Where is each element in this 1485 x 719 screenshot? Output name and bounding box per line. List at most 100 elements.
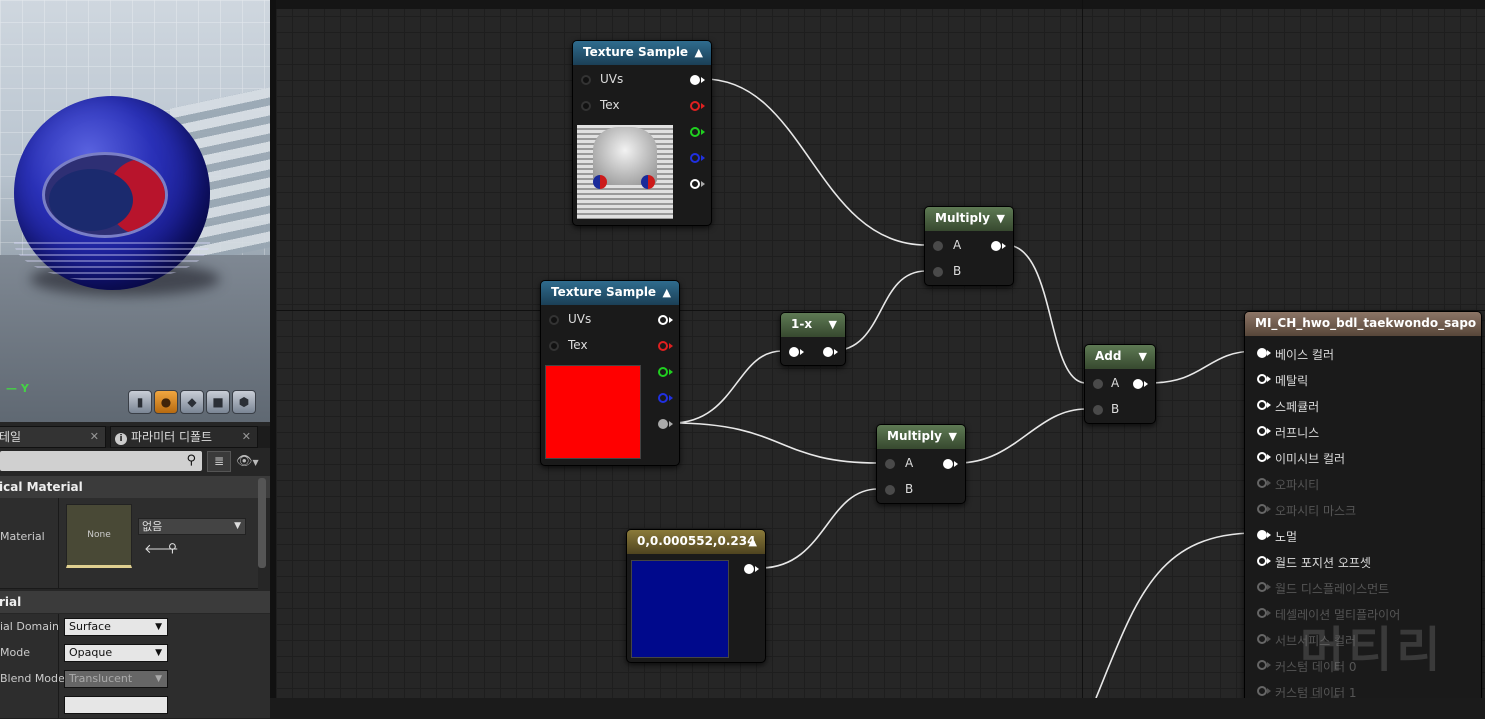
section-header-material[interactable]: rial [0, 591, 270, 613]
a-input-pin[interactable] [885, 459, 895, 469]
plane-icon[interactable]: ◆ [180, 390, 204, 414]
node-header[interactable]: Multiply▼ [925, 207, 1013, 231]
close-icon[interactable]: ✕ [89, 430, 99, 443]
node-header[interactable]: Multiply▼ [877, 425, 965, 449]
collapse-triangle-icon[interactable]: ▼ [948, 430, 957, 443]
property-label: Mode [0, 646, 30, 659]
input-pin[interactable] [1257, 660, 1267, 670]
r-output-pin[interactable] [690, 101, 700, 111]
custom-mesh-icon[interactable]: ⬢ [232, 390, 256, 414]
b-input-pin[interactable] [1093, 405, 1103, 415]
a-output-pin[interactable] [658, 419, 668, 429]
node-header[interactable]: Add▼ [1085, 345, 1155, 369]
wire-tex2-to-oneminus [671, 350, 783, 424]
g-output-pin[interactable] [658, 367, 668, 377]
material-preview-viewport[interactable]: — Y ▮ ● ◆ ■ ⬢ [0, 0, 270, 422]
output-pin[interactable] [823, 347, 833, 357]
multiply-node-2[interactable]: Multiply▼ A B [876, 424, 966, 504]
property-row-next [0, 692, 270, 719]
constant-vector-node[interactable]: 0,0.000552,0.234▲ [626, 529, 766, 663]
b-input-pin[interactable] [933, 267, 943, 277]
input-pin[interactable] [1257, 374, 1267, 384]
next-dropdown[interactable] [64, 696, 168, 714]
pin-label: UVs [600, 72, 624, 86]
input-pin[interactable] [789, 347, 799, 357]
list-icon: ≣ [213, 454, 225, 468]
browse-search-icon[interactable]: ⚲ [168, 541, 177, 555]
input-pin[interactable] [1257, 556, 1267, 566]
rgb-output-pin[interactable] [658, 315, 668, 325]
tab-details[interactable]: 테일 ✕ [0, 426, 106, 448]
visibility-button[interactable]: 👁▼ [236, 451, 268, 472]
input-pin[interactable] [1257, 504, 1267, 514]
material-domain-dropdown[interactable]: Surface▼ [64, 618, 168, 636]
pin-label: UVs [568, 312, 592, 326]
input-pin[interactable] [1257, 348, 1267, 358]
texture-sample-node-2[interactable]: Texture Sample▲ UVs Tex [540, 280, 680, 466]
use-selected-arrow-icon[interactable]: 🡐 [144, 542, 179, 557]
material-graph-canvas[interactable]: Texture Sample▲ UVs Tex Texture Sample▲ … [276, 0, 1485, 698]
one-minus-node[interactable]: 1-x▼ [780, 312, 846, 366]
collapse-triangle-icon[interactable]: ▼ [1138, 350, 1147, 363]
r-output-pin[interactable] [658, 341, 668, 351]
texture-preview-thumbnail [545, 365, 641, 459]
collapse-triangle-icon[interactable]: ▼ [828, 318, 837, 331]
collapse-triangle-icon[interactable]: ▲ [662, 286, 671, 299]
pin-label: 테셀레이션 멀티플라이어 [1275, 608, 1401, 622]
output-pin[interactable] [1133, 379, 1143, 389]
g-output-pin[interactable] [690, 127, 700, 137]
node-header[interactable]: Texture Sample▲ [541, 281, 679, 305]
input-pin[interactable] [1257, 530, 1267, 540]
input-pin[interactable] [1257, 582, 1267, 592]
input-pin[interactable] [1257, 608, 1267, 618]
material-thumbnail[interactable]: None [66, 504, 132, 568]
multiply-node-1[interactable]: Multiply▼ A B [924, 206, 1014, 286]
rgb-output-pin[interactable] [690, 75, 700, 85]
input-pin[interactable] [1257, 634, 1267, 644]
input-pin[interactable] [1257, 400, 1267, 410]
node-header[interactable]: 0,0.000552,0.234▲ [627, 530, 765, 554]
collapse-triangle-icon[interactable]: ▼ [996, 212, 1005, 225]
panel-splitter[interactable] [270, 0, 276, 698]
output-pin[interactable] [744, 564, 754, 574]
node-header[interactable]: Texture Sample▲ [573, 41, 711, 65]
node-header[interactable]: MI_CH_hwo_bdl_taekwondo_sapo [1245, 312, 1481, 336]
chevron-down-icon: ▼ [155, 622, 162, 632]
b-input-pin[interactable] [885, 485, 895, 495]
section-header-physical-material[interactable]: ical Material [0, 476, 270, 498]
b-output-pin[interactable] [658, 393, 668, 403]
output-pin[interactable] [991, 241, 1001, 251]
node-header[interactable]: 1-x▼ [781, 313, 845, 337]
a-output-pin[interactable] [690, 179, 700, 189]
tex-input-pin[interactable] [549, 341, 559, 351]
close-icon[interactable]: ✕ [241, 430, 251, 443]
pin-label: 러프니스 [1275, 426, 1320, 440]
collapse-triangle-icon[interactable]: ▲ [748, 535, 757, 548]
a-input-pin[interactable] [933, 241, 943, 251]
collapse-triangle-icon[interactable]: ▲ [694, 46, 703, 59]
output-pin[interactable] [943, 459, 953, 469]
details-scrollbar[interactable] [258, 478, 266, 568]
uvs-input-pin[interactable] [549, 315, 559, 325]
decal-blend-mode-dropdown[interactable]: Translucent▼ [64, 670, 168, 688]
tex-input-pin[interactable] [581, 101, 591, 111]
input-pin[interactable] [1257, 686, 1267, 696]
texture-sample-node-1[interactable]: Texture Sample▲ UVs Tex [572, 40, 712, 226]
a-input-pin[interactable] [1093, 379, 1103, 389]
uvs-input-pin[interactable] [581, 75, 591, 85]
pin-label: 노멀 [1275, 530, 1298, 544]
cube-icon[interactable]: ■ [206, 390, 230, 414]
b-output-pin[interactable] [690, 153, 700, 163]
cylinder-icon[interactable]: ▮ [128, 390, 152, 414]
material-asset-combo[interactable]: 없음▼ [138, 518, 246, 535]
view-options-button[interactable]: ≣ [207, 451, 231, 472]
input-pin[interactable] [1257, 478, 1267, 488]
add-node[interactable]: Add▼ A B [1084, 344, 1156, 424]
blend-mode-dropdown[interactable]: Opaque▼ [64, 644, 168, 662]
details-search-input[interactable]: ⚲ [0, 451, 202, 471]
input-pin[interactable] [1257, 452, 1267, 462]
input-pin[interactable] [1257, 426, 1267, 436]
sphere-icon[interactable]: ● [154, 390, 178, 414]
